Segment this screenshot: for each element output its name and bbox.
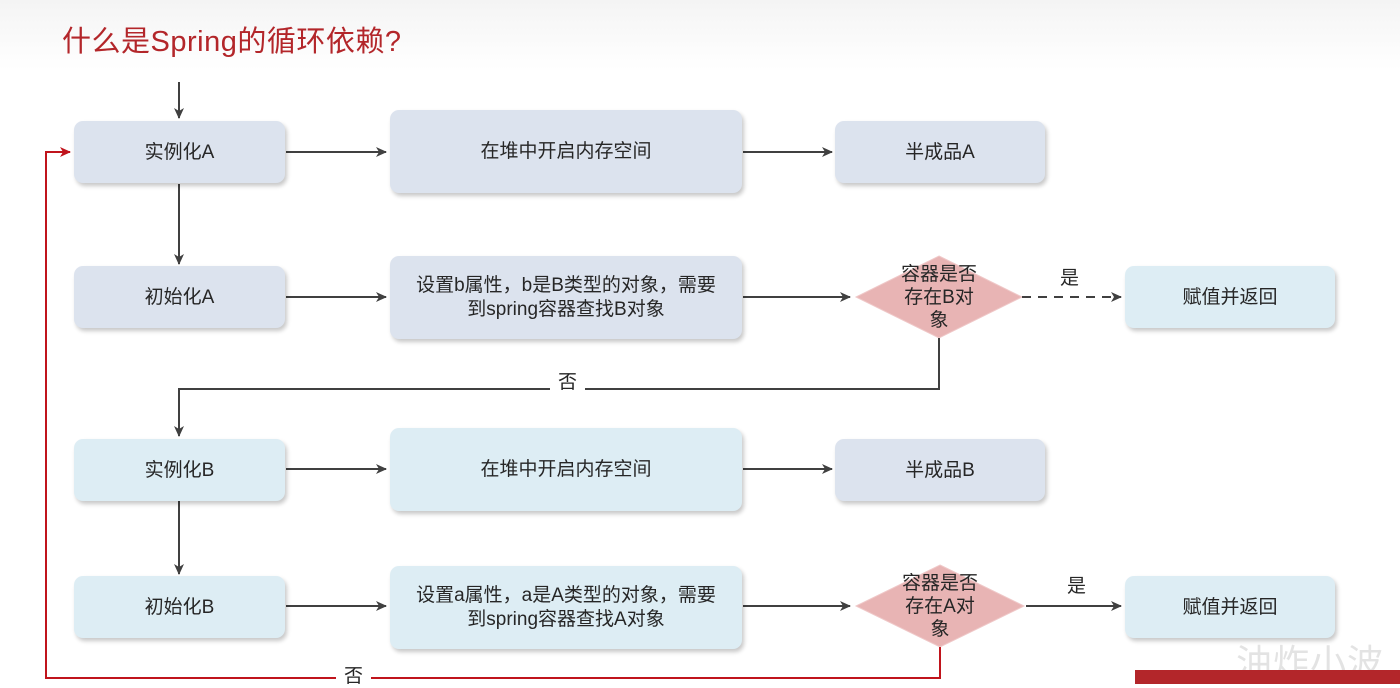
node-heap-alloc-b: 在堆中开启内存空间	[390, 428, 742, 511]
node-init-a: 初始化A	[74, 266, 285, 328]
node-instantiate-a: 实例化A	[74, 121, 285, 183]
page-title: 什么是Spring的循环依赖?	[62, 26, 402, 58]
edge-check-a-no-loop	[45, 147, 941, 679]
edge-label-yes-1: 是	[1060, 268, 1080, 289]
node-set-property-a: 设置a属性，a是A类型的对象，需要到spring容器查找A对象	[390, 566, 742, 649]
node-set-property-b: 设置b属性，b是B类型的对象，需要到spring容器查找B对象	[390, 256, 742, 339]
node-init-b: 初始化B	[74, 576, 285, 638]
node-assign-return-2: 赋值并返回	[1125, 576, 1335, 638]
header-band	[0, 0, 1400, 70]
corner-banner	[1135, 670, 1400, 684]
node-half-product-a: 半成品A	[835, 121, 1045, 183]
edge-label-yes-2: 是	[1067, 576, 1087, 597]
node-assign-return-1: 赋值并返回	[1125, 266, 1335, 328]
node-heap-alloc-a: 在堆中开启内存空间	[390, 110, 742, 193]
decision-check-a: 容器是否存在A对象	[901, 572, 978, 640]
edge-label-no-1: 否	[550, 367, 586, 394]
node-instantiate-b: 实例化B	[74, 439, 285, 501]
node-half-product-b: 半成品B	[835, 439, 1045, 501]
decision-check-b: 容器是否存在B对象	[900, 263, 977, 331]
